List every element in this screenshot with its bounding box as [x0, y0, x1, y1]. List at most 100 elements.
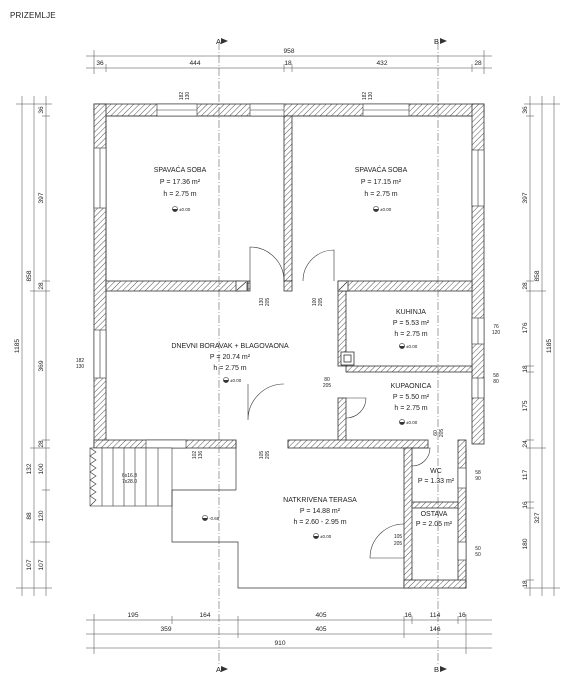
stair-label-1: 6x16.8	[122, 473, 137, 479]
room-area: P = 17.36 m²	[160, 179, 201, 186]
dim-text: 18	[522, 365, 529, 373]
opening-top: 105	[394, 534, 403, 540]
dim-overall-height: 1185	[14, 339, 21, 354]
room-name: NATKRIVENA TERASA	[283, 497, 357, 504]
dim-text: 28	[474, 60, 482, 67]
opening-top: 105	[259, 451, 265, 460]
wall-kitchen-bath	[345, 365, 473, 373]
level-label: ±0.00	[406, 420, 418, 425]
left-dimensions: 1185 858 132 88 107 36 397 28 369 28 100…	[14, 106, 45, 571]
section-a-top: A	[216, 37, 221, 46]
opening-top: 182	[179, 92, 185, 101]
dim-text: 444	[189, 60, 200, 67]
level-label: ±0.00	[230, 378, 242, 383]
door-storage	[369, 523, 405, 559]
section-lines	[218, 42, 439, 666]
dim-text: 369	[38, 360, 45, 371]
opening-bottom: 205	[394, 541, 403, 547]
door-bath	[345, 397, 367, 419]
opening-top: 130	[259, 298, 265, 307]
opening-bottom: 205	[265, 451, 271, 460]
room-height: h = 2.75 m	[163, 191, 196, 198]
opening-top: 58	[493, 373, 499, 379]
opening-labels: 182 130 182 130 130 205 100 205 182 130 …	[76, 92, 501, 558]
room-name: SPAVAĆA SOBA	[355, 165, 408, 174]
opening-bottom: 130	[368, 92, 374, 101]
terrace-outline	[171, 448, 404, 589]
dim-text: 28	[38, 282, 45, 290]
dim-text: 405	[315, 612, 326, 619]
opening-bottom: 205	[318, 298, 324, 307]
dim-text: 28	[522, 282, 529, 290]
dimension-lines	[16, 50, 560, 654]
dim-text: 858	[26, 270, 33, 281]
wall-wc-east	[457, 439, 467, 589]
dim-text: 18	[522, 580, 529, 588]
dim-text: 146	[429, 626, 440, 633]
opening-top: 58	[475, 470, 481, 476]
level-markers: ±0.00 ±0.00 ±0.00 ±0.00 ±0.00 ±0.00 -0.6…	[172, 206, 418, 539]
opening-bottom: 90	[475, 476, 481, 482]
room-labels: SPAVAĆA SOBA P = 17.36 m² h = 2.75 m SPA…	[154, 165, 455, 528]
door-wc	[411, 447, 431, 467]
opening-top: 182	[76, 358, 85, 364]
room-name: OSTAVA	[421, 511, 448, 518]
doors	[235, 246, 431, 559]
opening-bottom: 50	[475, 552, 481, 558]
dim-text: 195	[127, 612, 138, 619]
wall-bath-west	[337, 397, 347, 445]
dim-text: 36	[38, 106, 45, 114]
dim-text: 107	[26, 559, 33, 570]
section-a-bottom: A	[216, 665, 221, 674]
dim-text: 164	[199, 612, 210, 619]
room-area: P = 1.33 m²	[418, 478, 455, 485]
dim-text: 397	[522, 192, 529, 203]
dim-text: 36	[96, 60, 104, 67]
dim-text: 175	[522, 400, 529, 411]
wall-storage-south	[403, 579, 467, 589]
room-name: KUHINJA	[396, 309, 426, 316]
wall-bedroom1-south	[105, 280, 241, 292]
opening-top: 60	[433, 430, 439, 436]
window-living-south	[145, 439, 187, 449]
section-b-bottom: B	[434, 665, 439, 674]
dim-text: 432	[376, 60, 387, 67]
dim-text: 359	[160, 626, 171, 633]
wall-bedroom-partition	[283, 115, 293, 282]
room-name: DNEVNI BORAVAK + BLAGOVAONA	[171, 343, 289, 350]
window-storage	[457, 541, 467, 561]
opening-top: 100	[312, 298, 318, 307]
room-name: SPAVAĆA SOBA	[154, 165, 207, 174]
dim-text: 176	[522, 322, 529, 333]
opening-bottom: 205	[323, 383, 332, 389]
room-name: KUPAONICA	[391, 383, 432, 390]
sheet-title: PRIZEMLJE	[10, 11, 56, 20]
dim-text: 120	[38, 510, 45, 521]
opening-bottom: 80	[493, 379, 499, 385]
dim-text: 16	[522, 501, 529, 509]
dim-text: 100	[38, 463, 45, 474]
dim-text: 16	[404, 612, 412, 619]
room-height: h = 2.75 m	[213, 365, 246, 372]
level-label: ±0.00	[406, 344, 418, 349]
level-label: ±0.00	[320, 534, 332, 539]
dim-overall-height: 1185	[546, 339, 553, 354]
dim-text: 24	[522, 440, 529, 448]
dim-overall-width-bottom: 910	[274, 640, 285, 647]
dim-text: 18	[284, 60, 292, 67]
dim-text: 132	[26, 463, 33, 474]
exterior-stairs	[89, 447, 173, 507]
dim-text: 107	[38, 559, 45, 570]
room-area: P = 20.74 m²	[210, 354, 251, 361]
room-area: P = 5.53 m²	[393, 320, 430, 327]
opening-bottom: 130	[185, 92, 191, 101]
wall-wc-storage	[411, 501, 459, 509]
dim-text: 327	[534, 512, 541, 523]
wall-wc-west	[403, 447, 413, 589]
wall-bedroom2-south	[337, 280, 473, 292]
opening-top: 102	[192, 451, 198, 460]
step-level-label: -0.68	[209, 516, 220, 521]
section-b-top: B	[434, 37, 439, 46]
room-height: h = 2.75 m	[394, 405, 427, 412]
wall-bedroom2-jamb	[283, 280, 293, 292]
